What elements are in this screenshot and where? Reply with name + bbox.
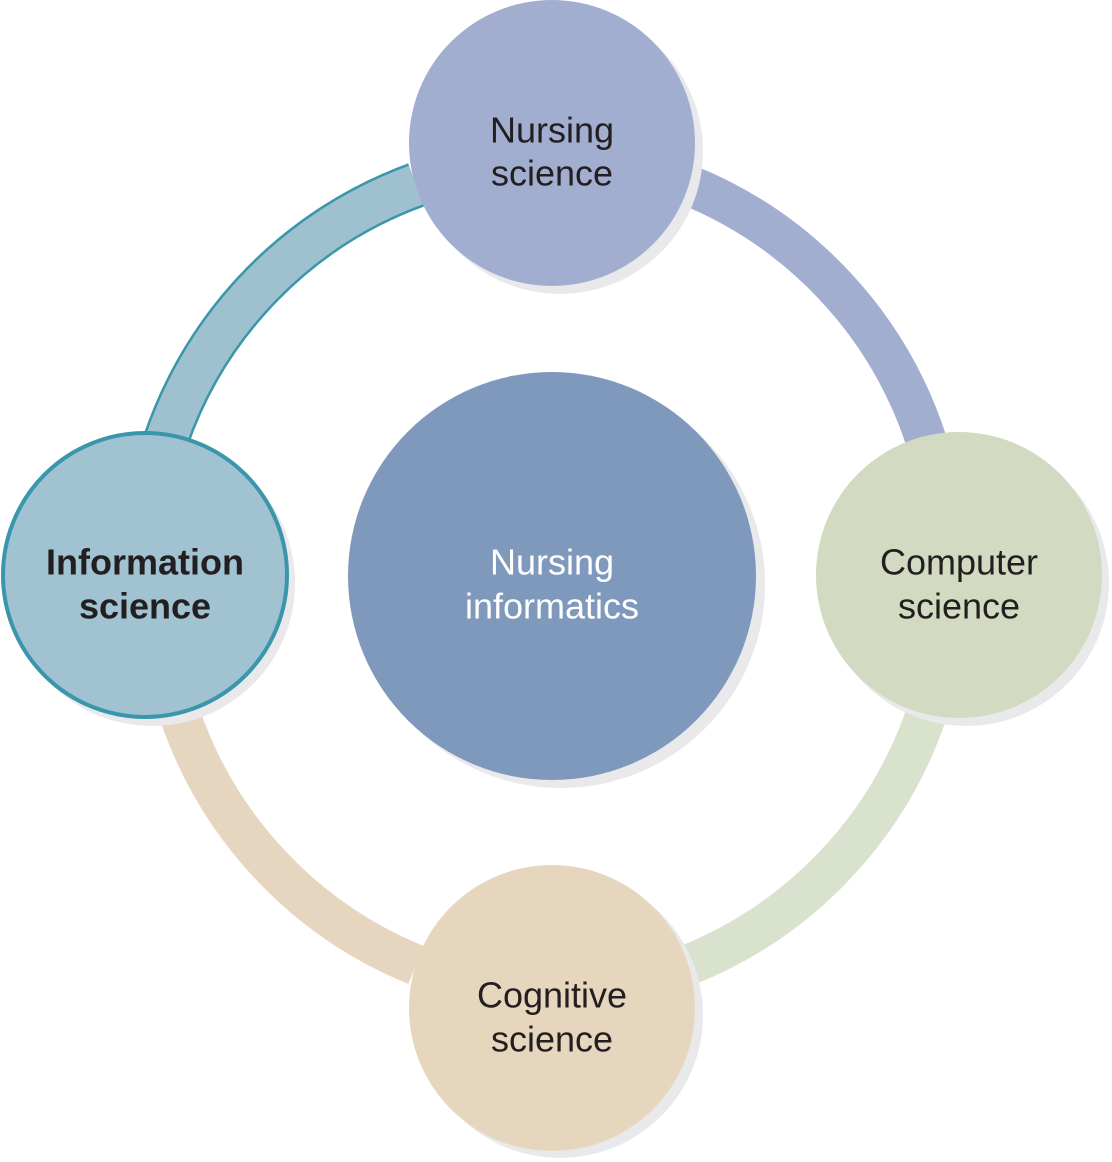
- cognitive-science-label-line-1: Cognitive: [477, 975, 627, 1016]
- center-label-line-1: Nursing: [490, 542, 614, 583]
- node-information-science: Information science: [1, 431, 289, 719]
- cognitive-science-label-line-2: science: [491, 1019, 613, 1060]
- computer-science-label-line-1: Computer: [880, 542, 1038, 583]
- connector-computer-to-cognitive: [680, 708, 946, 985]
- center-node-nursing-informatics: Nursing informatics: [348, 372, 756, 780]
- nursing-science-label-line-1: Nursing: [490, 110, 614, 151]
- information-science-label-line-1: Information: [46, 542, 244, 583]
- node-computer-science: Computer science: [816, 432, 1102, 718]
- information-science-label-line-2: science: [79, 586, 211, 627]
- connector-ring: [144, 163, 946, 985]
- node-cognitive-science: Cognitive science: [409, 865, 695, 1151]
- connector-nursing-to-computer: [680, 166, 946, 447]
- center-label-line-2: informatics: [465, 586, 639, 627]
- computer-science-label-line-2: science: [898, 586, 1020, 627]
- nursing-science-label-line-2: science: [491, 153, 613, 194]
- connector-cognitive-to-information: [160, 708, 424, 984]
- node-nursing-science: Nursing science: [409, 0, 695, 286]
- connector-information-to-nursing: [146, 165, 424, 447]
